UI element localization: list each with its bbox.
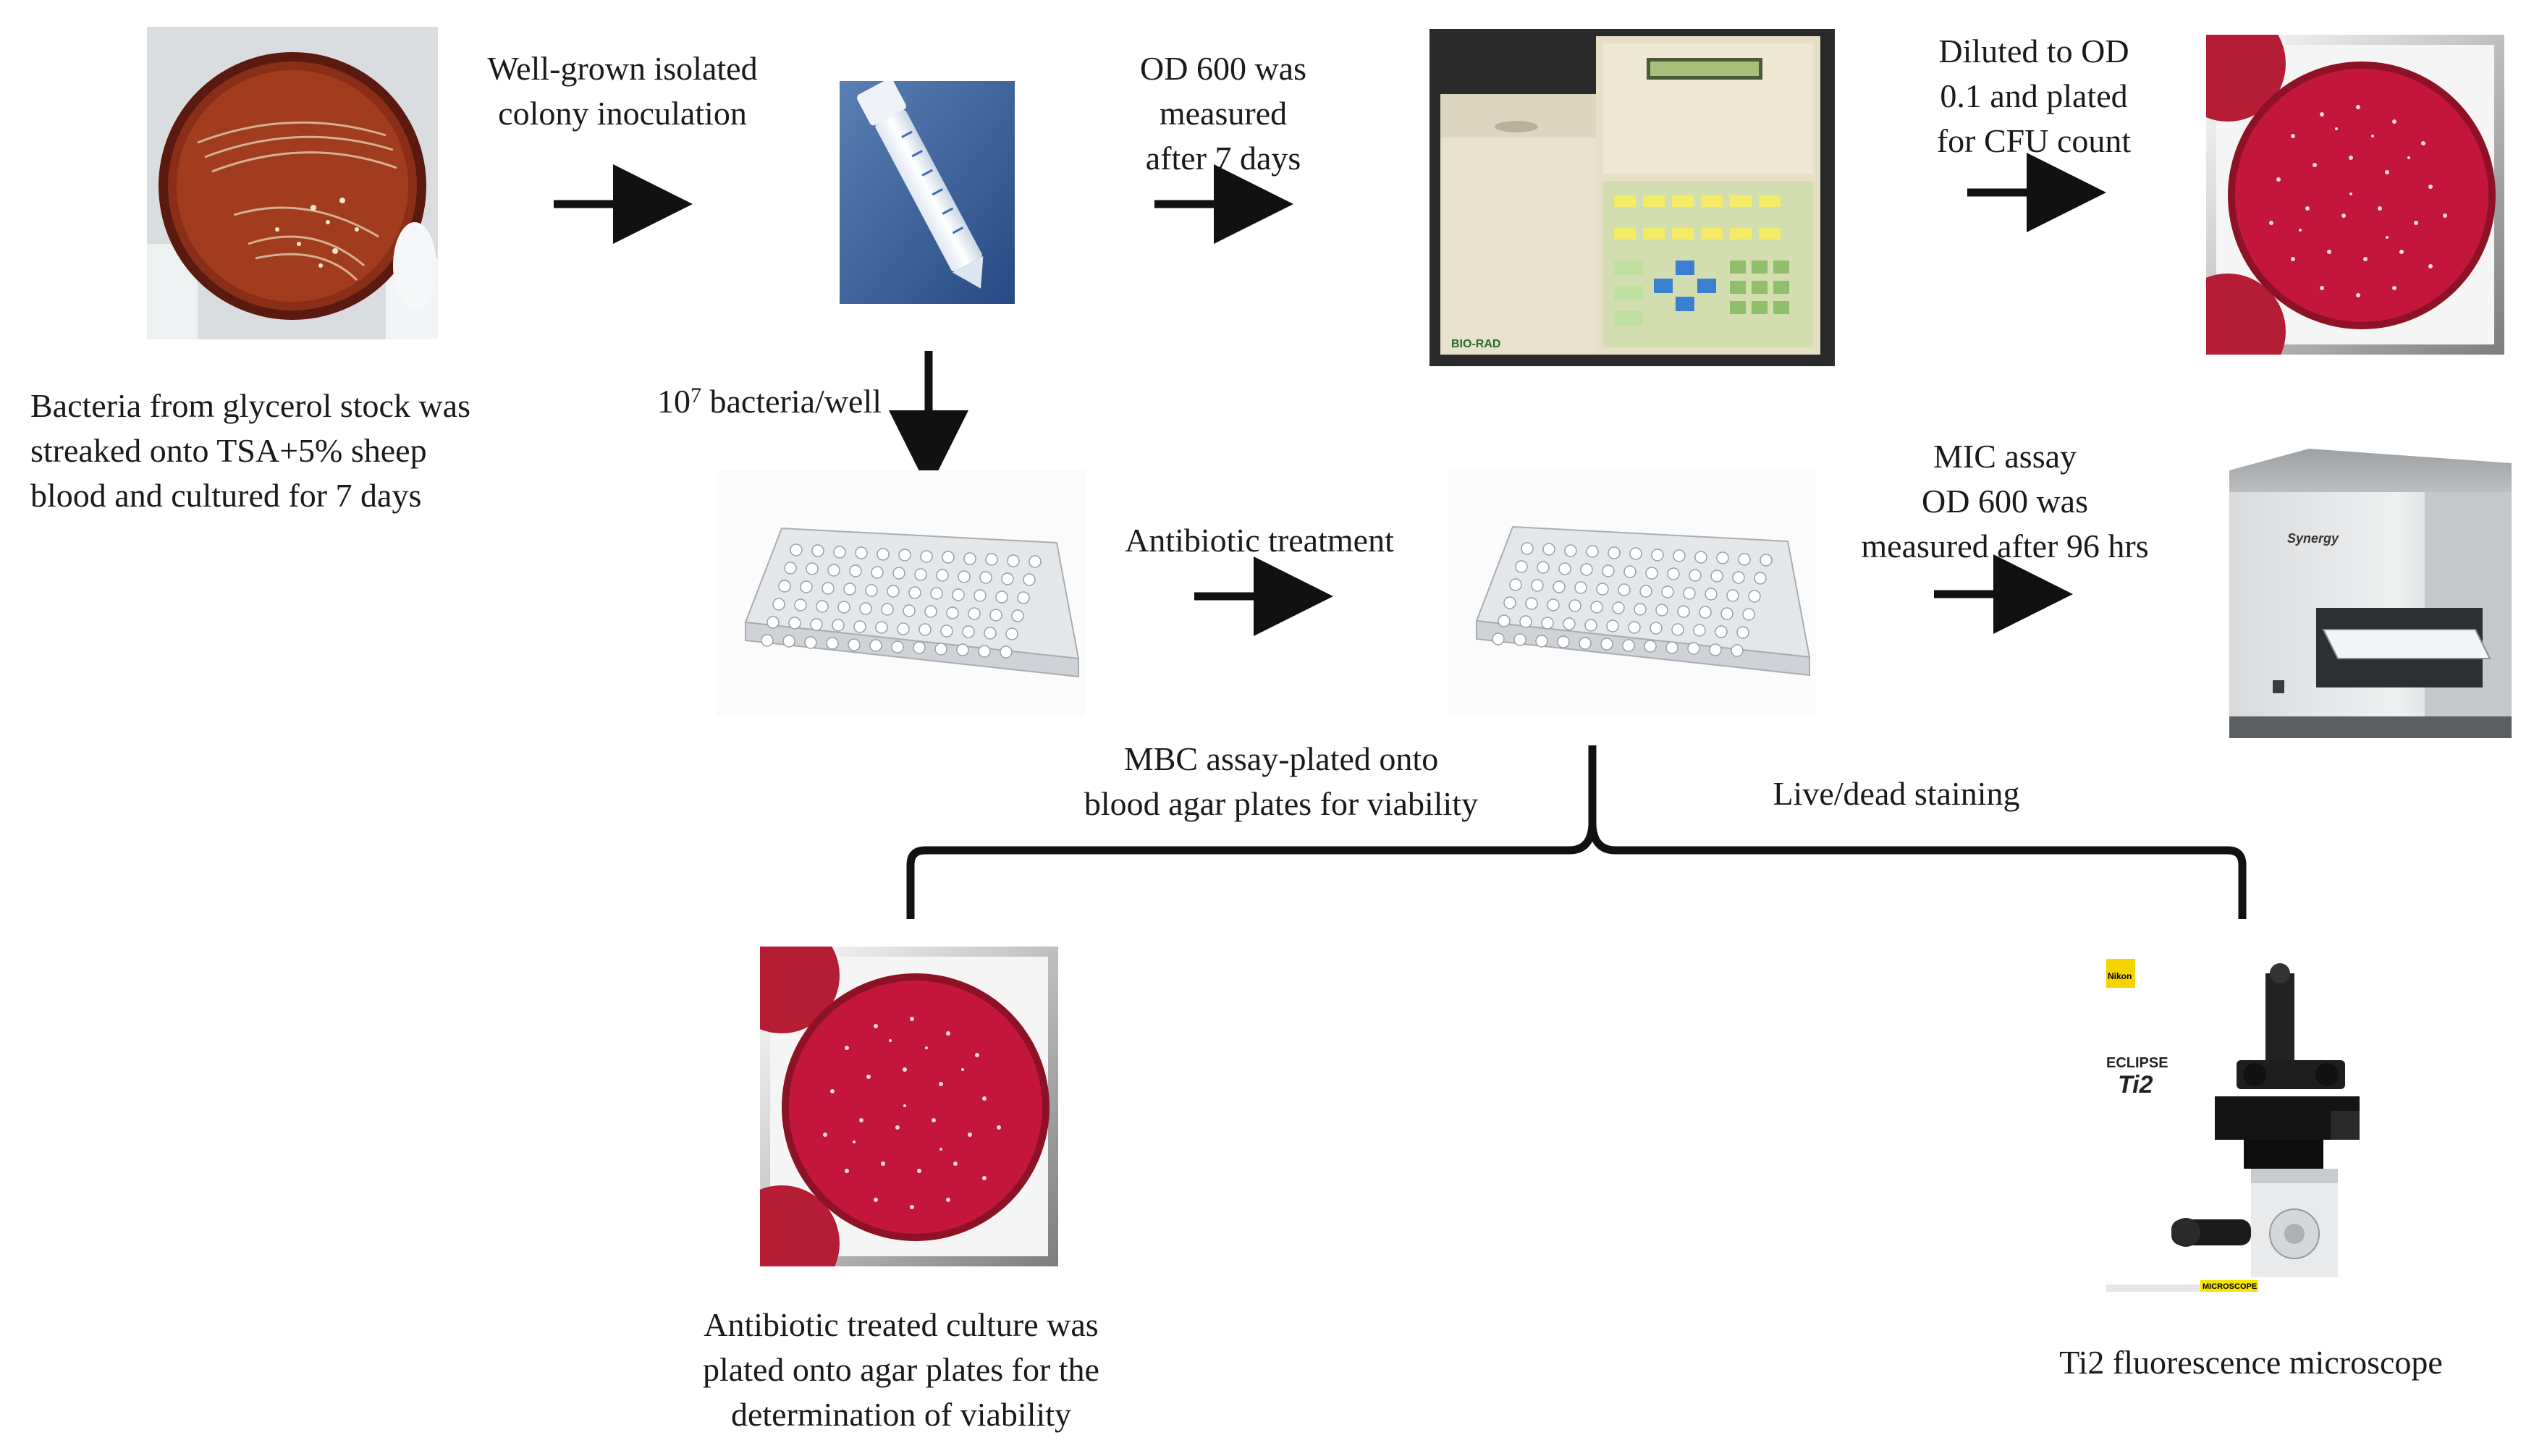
mbc-assay-label: MBC assay-plated onto blood agar plates … (1021, 737, 1542, 826)
bracket-connector (906, 745, 2247, 919)
diluted-line-1: Diluted to OD (1938, 33, 2129, 69)
mic-line-2: OD 600 was (1922, 483, 2088, 520)
cfu-plate-image (2206, 35, 2504, 355)
treated-culture-line-1: Antibiotic treated culture was (704, 1306, 1099, 1343)
od-measure-line-2: measured (1159, 95, 1288, 132)
bacteria-stock-label: Bacteria from glycerol stock was streake… (30, 384, 537, 518)
plate-reader-brand-text: Synergy (2287, 531, 2339, 546)
od-measure-line-3: after 7 days (1145, 140, 1301, 177)
mic-line-1: MIC assay (1933, 438, 2077, 475)
spectrophotometer-image: BIO-RAD (1429, 29, 1835, 366)
microscope-tagline-text: MICROSCOPE (2203, 1282, 2257, 1291)
microscope-product-text: ECLIPSE (2106, 1055, 2168, 1071)
bacteria-per-well-exponent: 7 (690, 384, 701, 407)
od-measure-label: OD 600 was measured after 7 days (1086, 46, 1361, 181)
antibiotic-treatment-label: Antibiotic treatment (1125, 522, 1394, 559)
spectrophotometer-brand-text: BIO-RAD (1451, 338, 1500, 350)
treated-culture-label: Antibiotic treated culture was plated on… (630, 1303, 1173, 1437)
treated-well-plate-image (1448, 469, 1817, 715)
plate-reader-image: Synergy (2208, 441, 2519, 749)
diluted-line-2: 0.1 and plated (1940, 77, 2128, 114)
bacteria-per-well-base: 10 (657, 383, 690, 420)
treated-culture-line-2: plated onto agar plates for the (703, 1351, 1099, 1388)
treated-culture-line-3: determination of viability (730, 1396, 1072, 1433)
streaked-plate-image (147, 27, 438, 339)
mbc-line-1: MBC assay-plated onto (1123, 740, 1439, 777)
mbc-line-2: blood agar plates for viability (1084, 785, 1479, 822)
diluted-line-3: for CFU count (1936, 122, 2132, 159)
bacteria-stock-line-1: Bacteria from glycerol stock was (30, 387, 470, 424)
bacteria-per-well-label: 107 bacteria/well (657, 373, 882, 424)
mic-line-3: measured after 96 hrs (1861, 528, 2149, 564)
inoculation-line-1: Well-grown isolated (487, 50, 758, 87)
well-plate-image (717, 470, 1086, 716)
bacteria-stock-line-3: blood and cultured for 7 days (30, 477, 422, 514)
microscope-label: Ti2 fluorescence microscope (2059, 1344, 2443, 1381)
culture-tube-image (840, 81, 1015, 304)
inoculation-line-2: colony inoculation (498, 95, 747, 132)
mic-assay-label: MIC assay OD 600 was measured after 96 h… (1817, 434, 2193, 569)
diluted-label: Diluted to OD 0.1 and plated for CFU cou… (1889, 29, 2179, 164)
treated-culture-plate-image (760, 947, 1058, 1266)
od-measure-line-1: OD 600 was (1140, 50, 1306, 87)
inoculation-label: Well-grown isolated colony inoculation (449, 46, 796, 136)
microscope-model-text: Ti2 (2118, 1071, 2153, 1099)
microscope-image: Nikon ECLIPSE Ti2 MICROSCOPE (2092, 952, 2367, 1306)
bacteria-stock-line-2: streaked onto TSA+5% sheep (30, 432, 427, 469)
microscope-brand-text: Nikon (2108, 971, 2132, 981)
bacteria-per-well-text: bacteria/well (701, 383, 882, 420)
live-dead-staining-label: Live/dead staining (1773, 775, 2020, 812)
